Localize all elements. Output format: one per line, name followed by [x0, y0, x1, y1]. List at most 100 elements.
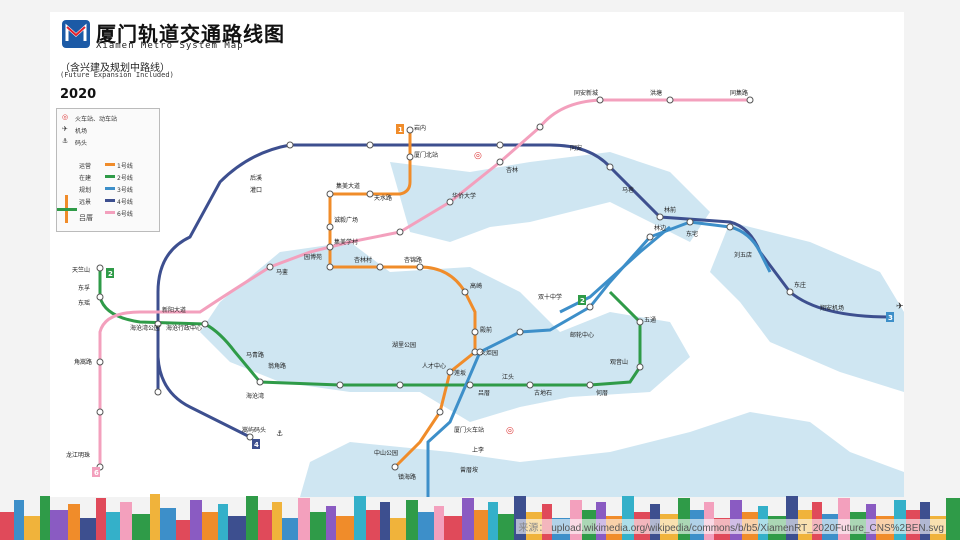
station-marker [446, 368, 454, 376]
station-marker [646, 233, 654, 241]
station-label: 湖里公园 [392, 341, 416, 349]
port-icon: ⚓ [276, 429, 283, 438]
station-label: 同安 [570, 144, 582, 152]
station-marker [256, 378, 264, 386]
map-year: 2020 [60, 87, 97, 102]
station-marker [366, 190, 374, 198]
station-label: 杏林 [506, 166, 518, 174]
train-station-icon: ◎ [62, 113, 69, 121]
station-label: 林边 [654, 224, 666, 232]
map-note: （含兴建及规划中路线） [60, 63, 170, 74]
line6-route [98, 98, 750, 467]
line3-badge: 3 [888, 314, 893, 322]
line2-badge: 2 [108, 270, 113, 278]
station-label: 灌口 [250, 186, 262, 194]
station-marker [666, 96, 674, 104]
legend-swatch-line6 [105, 211, 115, 214]
station-marker [786, 288, 794, 296]
line4-route [156, 143, 891, 392]
station-label: 殿前 [480, 326, 492, 334]
western-harbour-water [200, 242, 690, 422]
station-label: 厦门火车站 [454, 426, 484, 434]
station-label: 火炬园 [480, 349, 498, 357]
station-marker [96, 358, 104, 366]
map-note-en: (Future Expansion Included) [60, 71, 174, 79]
station-marker [726, 223, 734, 231]
southern-strait-water [300, 412, 904, 497]
station-marker [606, 163, 614, 171]
legend-line: 6号线 [117, 211, 133, 218]
station-marker [656, 213, 664, 221]
legend-label: 机场 [75, 128, 88, 135]
train-station-icon: ◎ [474, 151, 482, 161]
station-marker [471, 328, 479, 336]
station-marker [586, 381, 594, 389]
station-label: 高崎 [470, 282, 482, 290]
legend-swatch-line3 [105, 187, 115, 190]
station-marker [154, 388, 162, 396]
line1-badge: 1 [398, 126, 403, 134]
airport-icon: ✈ [896, 302, 904, 312]
map-legend: ◎ 火车站、动车站 ✈ 机场 ⚓ 码头 运营 在建 规划 远景 1号线 2号线 … [56, 108, 160, 232]
legend-line: 3号线 [117, 187, 133, 194]
legend-line: 4号线 [117, 199, 133, 206]
station-marker [466, 381, 474, 389]
station-label: 人才中心 [422, 362, 446, 370]
station-label: 观音山 [610, 358, 628, 366]
station-marker [286, 141, 294, 149]
station-label: 翔安机场 [820, 304, 844, 312]
train-station-icon: ◎ [506, 426, 514, 436]
station-label: 园博苑 [304, 253, 322, 261]
station-marker [406, 153, 414, 161]
station-marker [326, 243, 334, 251]
station-markers [96, 96, 894, 471]
station-marker [336, 381, 344, 389]
station-label: 新阳大道 [162, 306, 186, 314]
station-marker [201, 320, 209, 328]
station-marker [496, 141, 504, 149]
station-label: 曾厝垵 [460, 466, 478, 474]
station-marker [96, 293, 104, 301]
legend-status: 远景 [79, 199, 92, 206]
station-label: 东宅 [686, 230, 698, 238]
station-marker [366, 141, 374, 149]
station-marker [586, 303, 594, 311]
station-label: 天水路 [374, 194, 392, 202]
line4-south-branch [156, 342, 251, 439]
station-marker [446, 198, 454, 206]
line6-badge: 6 [94, 469, 99, 477]
airport-icon: ✈ [62, 125, 68, 133]
station-label: 嵩屿码头 [242, 426, 266, 434]
station-marker [536, 123, 544, 131]
station-label: 海沧行政中心 [166, 324, 202, 332]
xiamen-metro-logo-icon [62, 20, 90, 48]
source-url[interactable]: upload.wikimedia.org/wikipedia/commons/b… [551, 523, 944, 534]
station-label: 马銮 [276, 268, 288, 276]
station-marker [266, 263, 274, 271]
station-marker [376, 263, 384, 271]
station-label: 角嵩路 [74, 358, 92, 366]
eastern-sea-water [710, 222, 904, 392]
legend-status: 在建 [79, 175, 92, 182]
station-label: 东孚 [78, 284, 90, 292]
station-marker [596, 96, 604, 104]
station-marker [496, 158, 504, 166]
station-label: 天竺山 [72, 266, 90, 274]
station-label: 江头 [502, 373, 514, 381]
station-marker [516, 328, 524, 336]
legend-interchange-h [57, 208, 77, 211]
station-marker [636, 318, 644, 326]
water-areas [200, 152, 904, 497]
port-icon: ⚓ [62, 137, 69, 145]
station-label: 华侨大学 [452, 192, 476, 200]
station-label: 集美学村 [334, 238, 358, 246]
station-marker [96, 264, 104, 272]
map-title: 厦门轨道交通路线图 [96, 22, 285, 46]
station-marker [154, 320, 162, 328]
northern-bay-water [390, 152, 710, 242]
station-label: 洪塘 [650, 89, 662, 97]
station-label: 古地石 [534, 389, 552, 397]
station-label: 邮轮中心 [570, 331, 594, 339]
line2-badge-east: 2 [580, 297, 585, 305]
